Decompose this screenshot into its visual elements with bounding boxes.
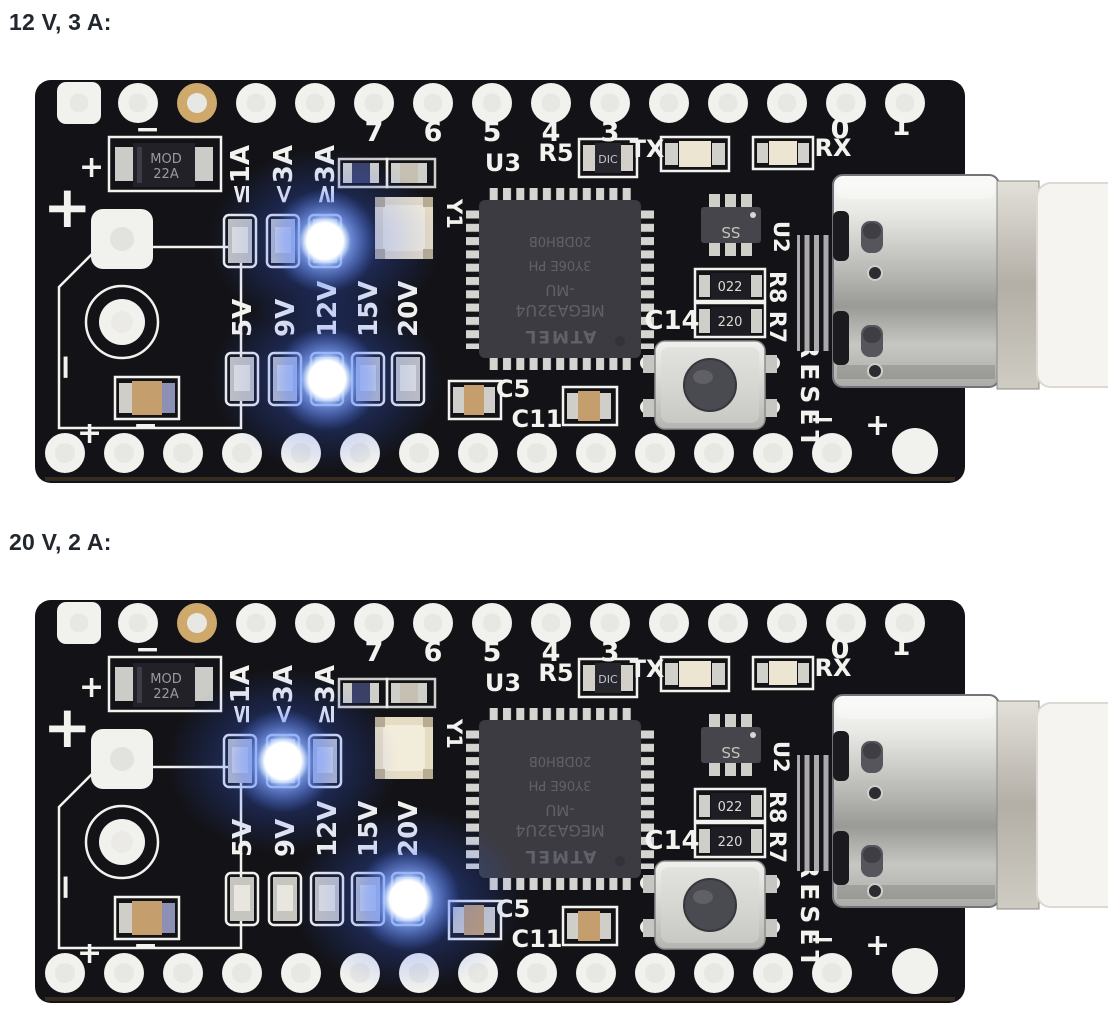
lit-current-led-glow <box>210 149 440 333</box>
lit-current-led-glow <box>168 669 398 853</box>
section-heading-20v-2a: 20 V, 2 A: <box>9 529 112 555</box>
lit-voltage-led-glow <box>293 807 523 991</box>
board-photo-12v-3a <box>35 75 1108 490</box>
board-photo-20v-2a <box>35 595 1108 1010</box>
lit-voltage-led-glow <box>212 287 442 471</box>
section-heading-12v-3a: 12 V, 3 A: <box>9 9 112 35</box>
